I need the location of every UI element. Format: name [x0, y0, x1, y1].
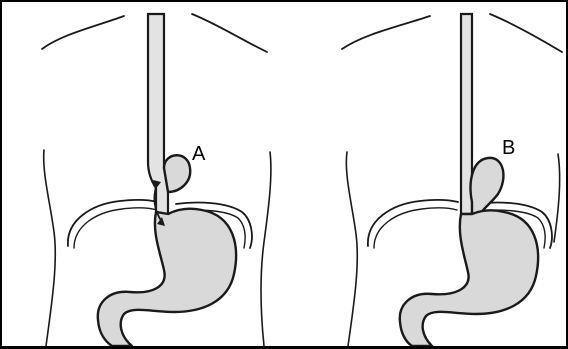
left-shoulder-line-a: [42, 16, 124, 49]
torso-right-outline-b: [554, 154, 560, 242]
panel-label-a: A: [192, 143, 206, 165]
left-shoulder-line-b: [342, 16, 430, 49]
panel-a: A: [42, 14, 271, 346]
torso-left-outline-b: [346, 152, 357, 346]
herniated-pouch-b: [471, 158, 504, 214]
anatomy-illustration: A B: [2, 2, 566, 346]
panel-label-b: B: [502, 137, 515, 159]
torso-right-outline-a: [261, 152, 271, 346]
stomach-a: [98, 209, 236, 346]
right-shoulder-line-b: [490, 14, 562, 52]
stomach-b: [400, 210, 538, 346]
torso-left-outline-a: [44, 150, 56, 346]
herniated-pouch-a: [164, 155, 190, 192]
panel-b: B: [342, 14, 562, 346]
right-shoulder-line-a: [192, 14, 267, 52]
